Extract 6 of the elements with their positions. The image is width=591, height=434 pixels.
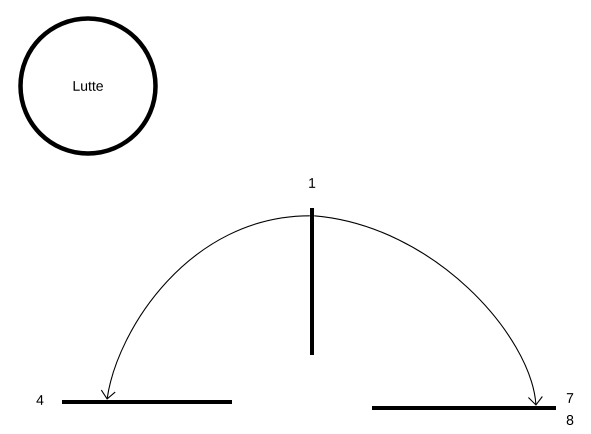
curved-arrow [314, 215, 543, 406]
number-label: 8 [566, 415, 574, 425]
curved-arrow [100, 215, 310, 400]
number-label: 1 [309, 178, 316, 188]
number-label: 4 [36, 395, 44, 405]
number-label: 7 [566, 393, 574, 403]
